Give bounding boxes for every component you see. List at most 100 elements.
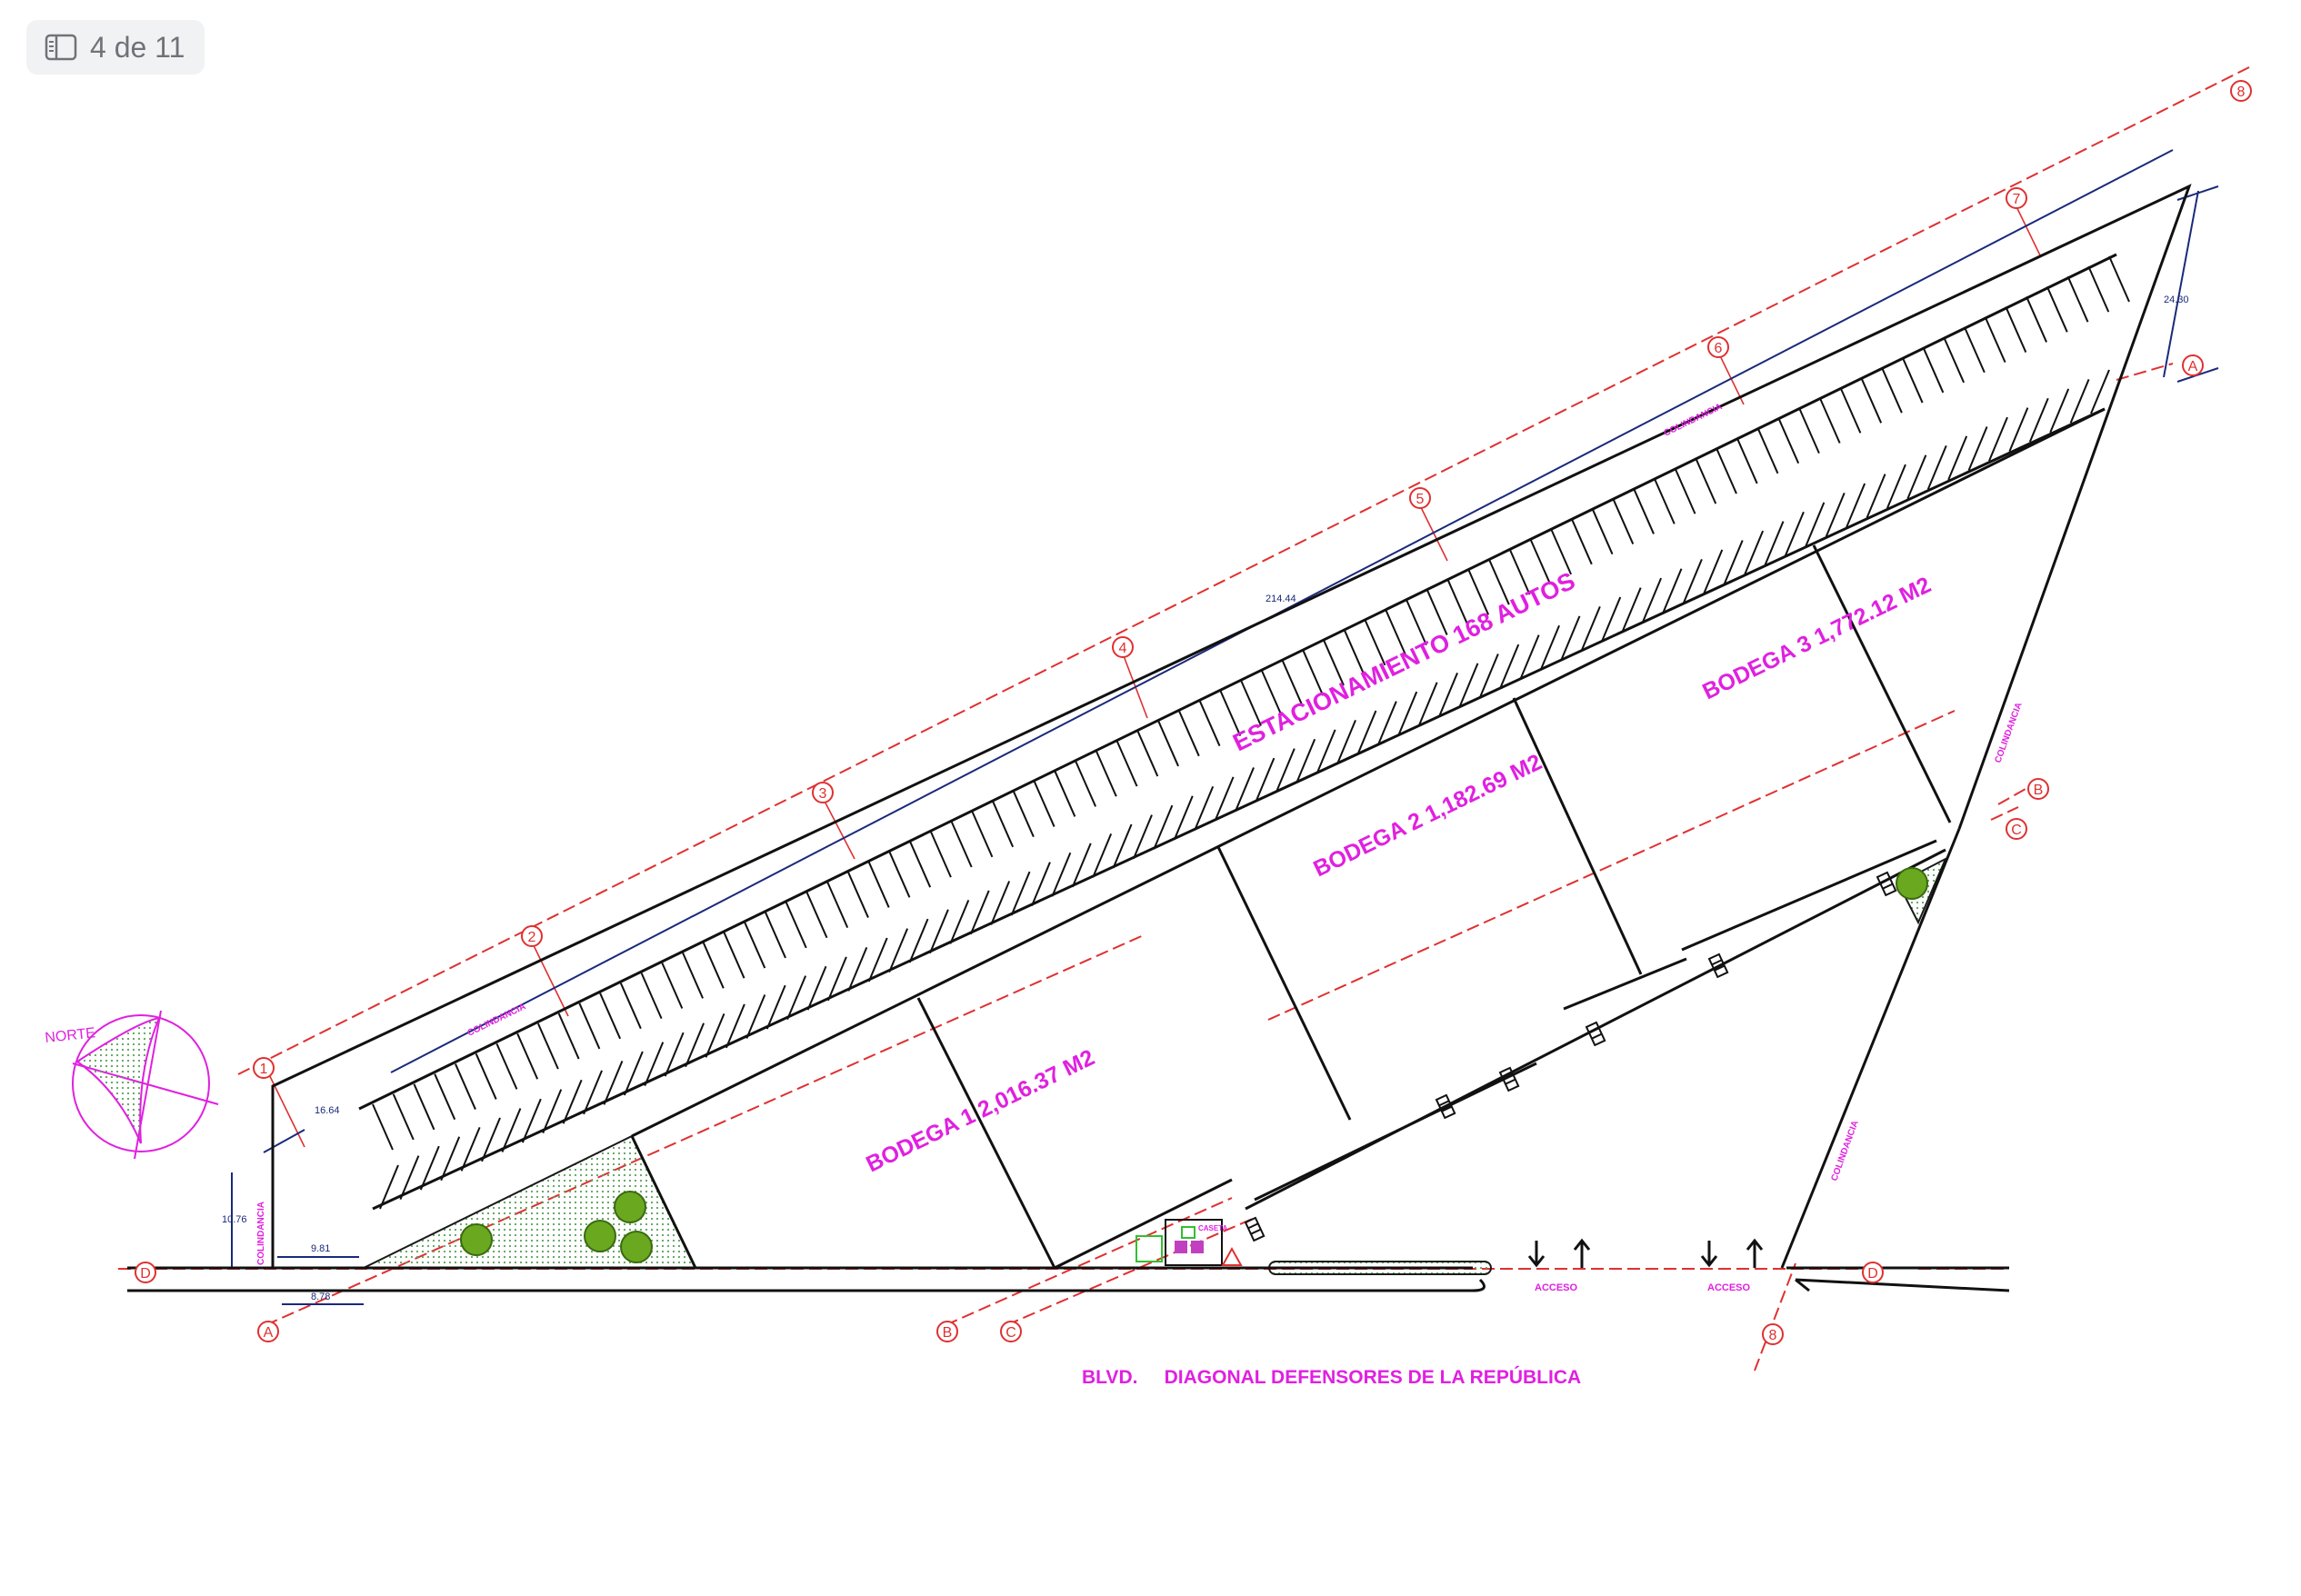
- parking-stall-line: [1529, 538, 1552, 585]
- parking-stall-line: [1177, 710, 1200, 757]
- parking-stall-line: [1798, 407, 1820, 454]
- parking-stall-line: [1173, 795, 1194, 841]
- grid-bubble: [253, 1057, 275, 1079]
- parking-stall-line: [1723, 540, 1744, 584]
- parking-stall-line: [1642, 577, 1663, 623]
- parking-stall-line: [1302, 649, 1325, 696]
- parking-stall-line: [888, 851, 911, 898]
- grid-bubble-label: B: [2034, 783, 2044, 798]
- parking-stall-line: [399, 1155, 420, 1200]
- parking-stall-line: [992, 801, 1015, 848]
- parking-stall-line: [1364, 619, 1386, 666]
- parking-stall-line: [1397, 691, 1418, 736]
- parking-stall-line: [1316, 729, 1336, 774]
- parking-stall-line: [888, 928, 909, 973]
- parking-stall-line: [1744, 530, 1765, 575]
- page-indicator[interactable]: 4 de 11: [26, 20, 205, 75]
- dim-left-height: 10.76: [222, 1214, 247, 1225]
- parking-stall-line: [1716, 447, 1737, 494]
- caseta-label: CASETA: [1198, 1224, 1228, 1232]
- parking-stall-line: [806, 965, 827, 1011]
- parking-stall-line: [1343, 629, 1366, 676]
- grid-bubble: [2006, 818, 2027, 840]
- north-label: NORTE: [45, 1025, 96, 1046]
- parking-stall-line: [1805, 502, 1826, 547]
- parking-stall-line: [971, 811, 994, 858]
- grid-bubble-label: C: [2011, 823, 2022, 838]
- grid-bubble: [2006, 187, 2027, 209]
- parking-stall-line: [1736, 437, 1758, 484]
- grid-bubble-label: C: [1005, 1325, 1016, 1341]
- colindancia-label-left: COLINDANCIA: [256, 1202, 266, 1265]
- parking-stall-line: [1560, 615, 1581, 661]
- parking-stall-line: [1846, 483, 1866, 528]
- parking-stall-line: [1612, 498, 1635, 544]
- parking-stall-line: [1785, 511, 1805, 556]
- parking-stall-line: [1376, 701, 1397, 745]
- parking-stall-line: [1458, 663, 1479, 708]
- parking-stall-line: [1963, 326, 1986, 374]
- trees: [460, 867, 1928, 1263]
- parking-stall-line: [583, 1070, 603, 1115]
- grid-bubble: [257, 1321, 279, 1342]
- parking-stall-line: [495, 1042, 518, 1090]
- dim-bottom-gap: 9.81: [311, 1243, 330, 1254]
- parking-stall-line: [826, 956, 847, 1002]
- parking-stall-line: [542, 1089, 563, 1134]
- parking-stall-line: [1984, 316, 2006, 364]
- grid-bubble: [936, 1321, 958, 1342]
- north-arrow-icon: NORTE: [45, 1010, 219, 1160]
- parking-stall-line: [623, 1051, 644, 1096]
- parking-stall-line: [1540, 624, 1560, 670]
- parking-stall-line: [603, 1061, 624, 1105]
- parking-stall-line: [661, 963, 684, 1009]
- grid-bubble-label: 2: [528, 930, 536, 945]
- parking-stall-line: [1621, 587, 1642, 632]
- parking-stall-line: [1136, 730, 1159, 777]
- parking-stall-line: [1133, 814, 1153, 859]
- parking-stall-line: [2069, 379, 2090, 424]
- tree: [584, 1220, 616, 1252]
- parking-stall-line: [460, 1126, 481, 1172]
- colindancia-label-top: COLINDANCIA: [465, 1002, 527, 1039]
- parking-stall-line: [745, 994, 766, 1039]
- parking-stall-line: [702, 942, 725, 989]
- parking-stall-line: [2108, 255, 2130, 303]
- parking-stall-line: [1115, 740, 1138, 787]
- parking-stall-line: [909, 841, 932, 888]
- site-boundary: [127, 184, 2192, 1292]
- parking-stall-line: [744, 922, 766, 969]
- parking-stall-line: [1071, 843, 1092, 888]
- parking-stall-line: [1839, 386, 1862, 434]
- parking-stall-line: [419, 1145, 440, 1191]
- sidebar-icon[interactable]: [45, 34, 77, 61]
- parking-stall-line: [2090, 369, 2110, 414]
- parking-stall-line: [1967, 426, 1988, 471]
- parking-stall-line: [481, 1117, 501, 1162]
- bodega-2-label: BODEGA 2 1,182.69 M2: [1309, 749, 1546, 882]
- grid-bubble: [1707, 336, 1729, 358]
- parking-stall-line: [536, 1022, 559, 1070]
- parking-stall-line: [705, 1012, 725, 1058]
- parking-stall-line: [847, 872, 869, 918]
- colindancia-label-top-right: COLINDANCIA: [1662, 402, 1724, 439]
- grid-bubble: [1000, 1321, 1022, 1342]
- parking-stall-line: [682, 952, 704, 999]
- parking-stall-line: [2005, 306, 2027, 353]
- parking-stall-line: [434, 1073, 456, 1121]
- parking-stall-line: [786, 975, 807, 1021]
- parking-stall-line: [392, 1093, 415, 1141]
- parking-stall-line: [372, 1103, 394, 1151]
- parking-stall-line: [1550, 528, 1572, 575]
- parking-stall-line: [1260, 669, 1283, 716]
- parking-stall-line: [1653, 477, 1676, 524]
- parking-stall-line: [785, 902, 807, 949]
- parking-stall-line: [640, 973, 663, 1020]
- parking-stall-line: [644, 1042, 665, 1086]
- parking-stall-line: [1487, 558, 1510, 605]
- parking-stall-line: [1323, 639, 1345, 686]
- parking-stall-line: [725, 1003, 745, 1049]
- parking-stall-line: [1633, 488, 1655, 534]
- parking-stall-line: [1943, 336, 1966, 384]
- grid-bubble-label: 4: [1119, 641, 1127, 656]
